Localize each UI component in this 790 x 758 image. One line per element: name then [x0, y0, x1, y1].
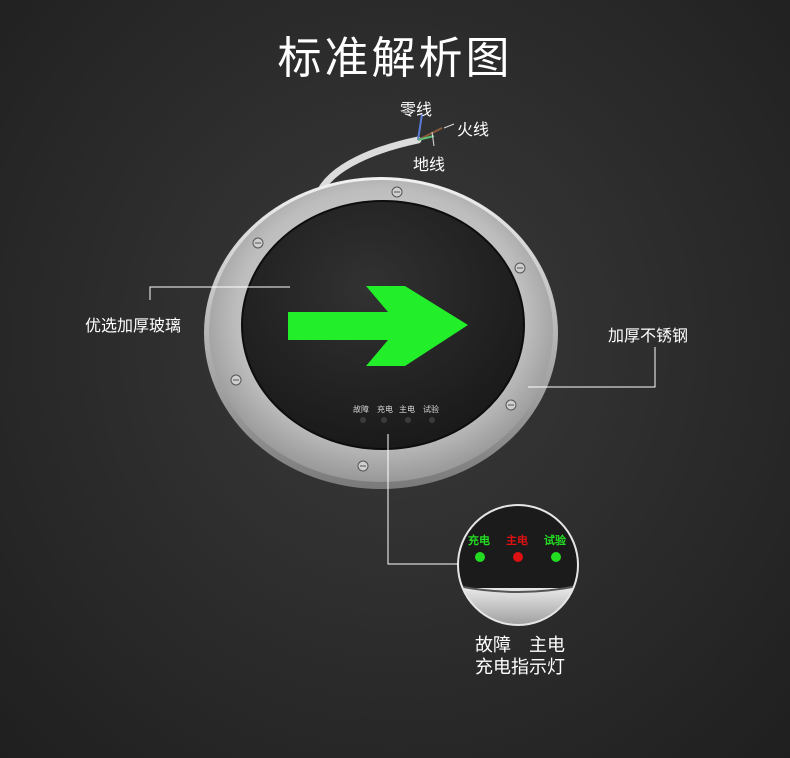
wire-label-neutral: 零线 — [400, 100, 433, 119]
zoom-label-test: 试验 — [544, 534, 566, 547]
callout-indicator-line2: 充电指示灯 — [475, 657, 565, 678]
panel-label-charge: 充电 — [377, 405, 393, 414]
test-led — [551, 552, 561, 562]
wire-label-live: 火线 — [457, 120, 490, 139]
wire-label-ground: 地线 — [413, 155, 446, 174]
zoom-label-main: 主电 — [506, 534, 528, 547]
panel-indicator-dots — [360, 417, 435, 423]
panel-label-main: 主电 — [399, 405, 415, 414]
callout-line-steel — [528, 347, 656, 388]
callout-line-glass — [149, 286, 290, 300]
panel-label-fault: 故障 — [353, 405, 369, 414]
charge-led — [475, 552, 485, 562]
callout-indicator-line1: 故障 主电 — [475, 635, 565, 656]
callout-line-indicator — [387, 434, 458, 565]
callout-indicator: 故障 主电 充电指示灯 — [462, 635, 578, 679]
main-led — [513, 552, 523, 562]
exit-arrow-icon — [288, 286, 468, 366]
panel-label-test: 试验 — [423, 405, 439, 414]
zoom-label-charge: 充电 — [468, 534, 490, 547]
callout-steel: 加厚不锈钢 — [608, 326, 689, 345]
page-title: 标准解析图 — [277, 33, 513, 84]
indicator-zoom — [458, 505, 578, 625]
wire-ground — [417, 135, 435, 141]
callout-glass: 优选加厚玻璃 — [85, 316, 182, 335]
wire-neutral — [417, 113, 423, 141]
